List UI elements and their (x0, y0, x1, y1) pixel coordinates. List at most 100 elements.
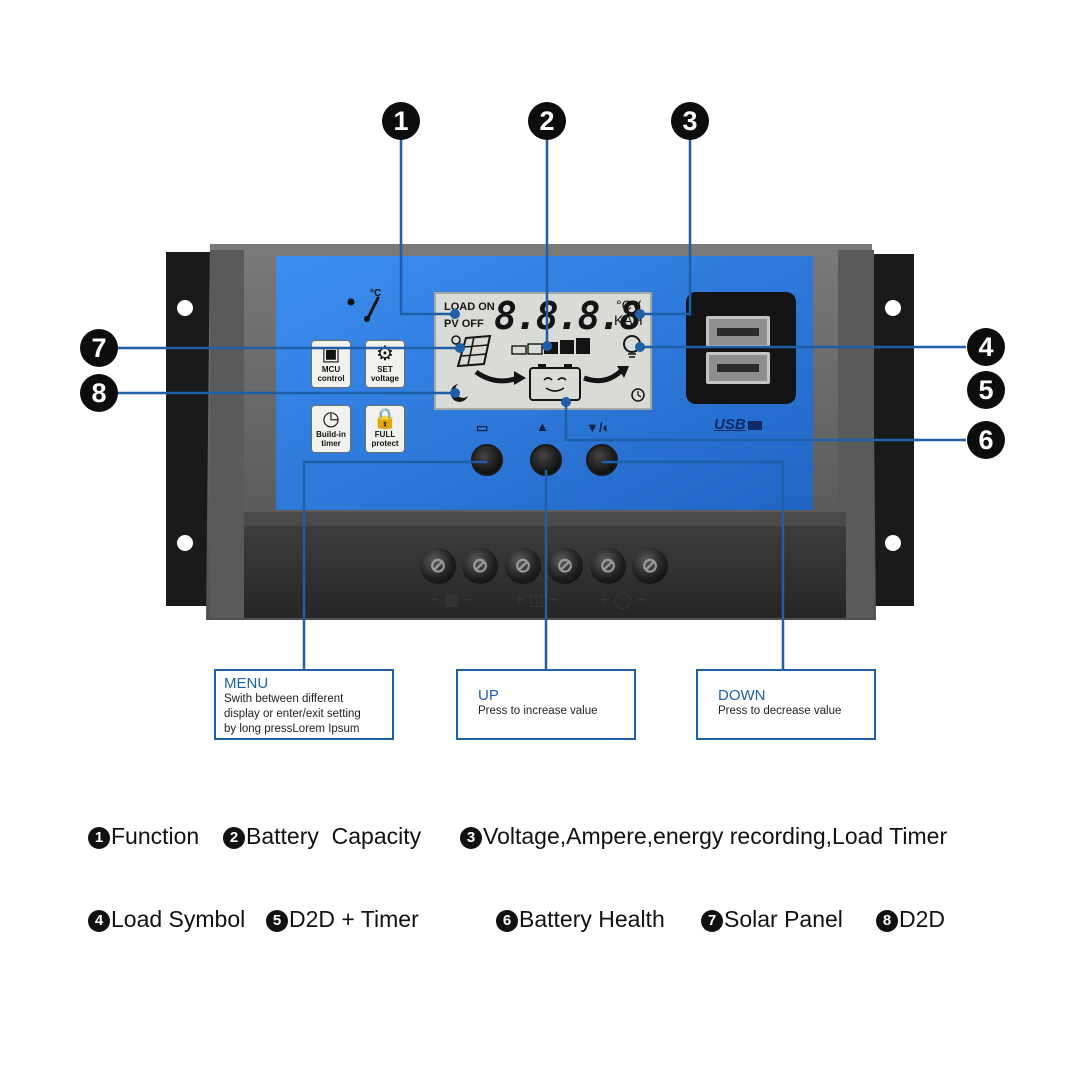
marker-4: 4 (967, 328, 1005, 366)
casing-edge-left (210, 250, 244, 618)
marker-1: 1 (382, 102, 420, 140)
callout-down-title: DOWN (718, 687, 766, 704)
leader-menu (302, 460, 487, 670)
up-key-icon: ▲ (536, 419, 549, 434)
capacity-bars-icon (511, 338, 590, 355)
callout-down-desc: Press to decrease value (718, 705, 842, 717)
thermometer-icon (366, 296, 380, 320)
terminal-screw-pv-plus: ⊘ (420, 548, 456, 584)
legend-label: Function (111, 823, 200, 849)
down-key-icon: ▼/◐ (586, 420, 611, 435)
tile-build-in-timer: ◷ Build-in timer (311, 405, 351, 453)
mount-hole (885, 535, 901, 551)
terminal-screw-load-plus: ⊘ (590, 548, 626, 584)
terminal-screw-load-minus: ⊘ (632, 548, 668, 584)
legend-num: 2 (223, 827, 245, 849)
clock-icon (631, 388, 645, 402)
callout-down: DOWN Press to decrease value (696, 669, 876, 740)
menu-key-icon: ▭ (476, 420, 489, 435)
legend-label: Battery Capacity (246, 823, 422, 849)
legend-num: 4 (88, 910, 110, 932)
legend-label: Voltage,Ampere,energy recording,Load Tim… (483, 823, 948, 849)
mount-hole (177, 535, 193, 551)
callout-up-title: UP (478, 687, 499, 704)
tile-protect-label2: protect (371, 439, 399, 448)
solar-panel-icon (451, 334, 492, 368)
legend-num: 1 (88, 827, 110, 849)
legend-label: Load Symbol (111, 906, 246, 932)
legend-label: D2D (899, 906, 946, 932)
leader-6 (564, 402, 966, 442)
tile-mcu-label2: control (317, 374, 345, 383)
usb-battery-icon (748, 421, 762, 430)
callout-up: UP Press to increase value (456, 669, 636, 740)
callout-menu-desc-line2: display or enter/exit setting (224, 708, 361, 720)
leader-dot-1 (450, 309, 460, 319)
marker-6: 6 (967, 421, 1005, 459)
callout-up-desc: Press to increase value (478, 705, 598, 717)
mount-hole (885, 300, 901, 316)
terminal-solar-symbol-icon: + ▦ − (430, 592, 473, 609)
temperature-label: °C (370, 288, 382, 299)
arrow-left-head (514, 371, 526, 385)
terminal-screw-bat-plus: ⊘ (505, 548, 541, 584)
tile-timer-label2: timer (321, 439, 341, 448)
lcd-digits: 8.8.8.8 (494, 294, 642, 338)
status-led (347, 298, 355, 306)
down-button[interactable] (586, 444, 618, 476)
leader-down (602, 460, 785, 670)
legend-label: Battery Health (519, 906, 665, 932)
legend-num: 7 (701, 910, 723, 932)
lcd-pv-off: PV OFF (444, 318, 484, 330)
terminal-load-symbol-icon: + ◯ − (600, 592, 646, 609)
menu-button[interactable] (471, 444, 503, 476)
leader-dot-8 (450, 388, 460, 398)
tile-full-protect: 🔒 FULL protect (365, 405, 405, 453)
callout-menu-desc-line1: Swith between different (224, 693, 344, 705)
leader-3 (640, 138, 692, 316)
legend-num: 5 (266, 910, 288, 932)
leader-dot-3 (635, 309, 645, 319)
marker-3: 3 (671, 102, 709, 140)
legend-label: Solar Panel (724, 906, 843, 932)
marker-5: 5 (967, 371, 1005, 409)
leader-1 (399, 138, 455, 316)
terminal-screw-bat-minus: ⊘ (547, 548, 583, 584)
arrow-right-head (617, 366, 629, 378)
terminal-screw-pv-minus: ⊘ (462, 548, 498, 584)
legend-num: 6 (496, 910, 518, 932)
legend-num: 8 (876, 910, 898, 932)
callout-menu: MENU Swith between different display or … (214, 669, 394, 740)
tile-set-label1: SET (377, 365, 393, 374)
battery-icon (529, 364, 581, 401)
marker-2: 2 (528, 102, 566, 140)
tile-protect-label1: FULL (374, 430, 396, 439)
usb-port-bottom[interactable] (706, 352, 770, 384)
mount-hole (177, 300, 193, 316)
leader-dot-2 (542, 341, 552, 351)
lock-icon: 🔒 (372, 408, 398, 430)
legend-label: D2D + Timer (289, 906, 419, 932)
marker-7: 7 (80, 329, 118, 367)
tile-timer-label1: Build-in (316, 430, 346, 439)
tile-set-label2: voltage (370, 374, 399, 383)
callout-menu-title: MENU (224, 675, 269, 692)
clock-icon: ◷ (322, 408, 340, 430)
leader-dot-6 (561, 397, 571, 407)
legend-num: 3 (460, 827, 482, 849)
thermometer-bulb (364, 316, 370, 322)
tile-mcu-label1: MCU (321, 365, 341, 374)
callout-menu-desc-line3: by long pressLorem Ipsum (224, 723, 360, 735)
marker-8: 8 (80, 374, 118, 412)
leader-dot-4 (635, 342, 645, 352)
leader-dot-7 (455, 343, 465, 353)
